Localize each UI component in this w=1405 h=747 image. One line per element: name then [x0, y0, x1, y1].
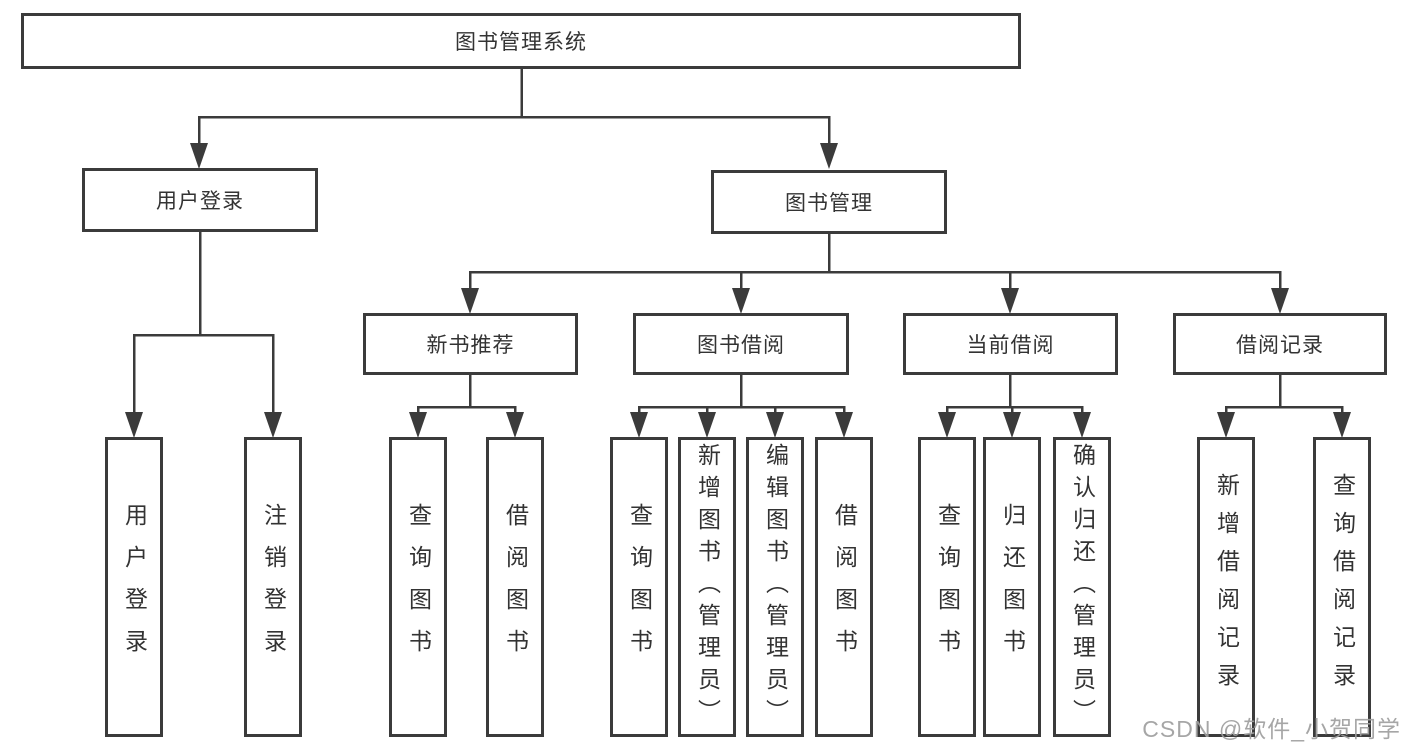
- node-leaf-return-book-label: 归还图书: [999, 503, 1026, 671]
- node-new-book-recommend: 新书推荐: [363, 313, 578, 375]
- node-new-book-recommend-label: 新书推荐: [426, 334, 515, 357]
- node-leaf-add-book-admin-label: 新增图书（管理员）: [694, 443, 721, 731]
- node-book-management: 图书管理: [711, 170, 947, 234]
- node-root-label: 图书管理系统: [455, 31, 587, 54]
- node-root: 图书管理系统: [21, 13, 1021, 69]
- node-borrow-records-label: 借阅记录: [1236, 334, 1324, 357]
- node-current-borrow-label: 当前借阅: [966, 334, 1055, 357]
- node-leaf-borrow-book: 借阅图书: [815, 437, 873, 737]
- node-leaf-add-borrow-record-label: 新增借阅记录: [1213, 473, 1240, 701]
- node-leaf-confirm-return-admin: 确认归还（管理员）: [1053, 437, 1111, 737]
- node-leaf-confirm-return-admin-label: 确认归还（管理员）: [1069, 443, 1096, 731]
- node-leaf-recommend-query-book: 查询图书: [389, 437, 447, 737]
- node-leaf-borrow-query-book: 查询图书: [610, 437, 668, 737]
- node-book-borrow-label: 图书借阅: [697, 334, 785, 357]
- node-leaf-logout-label: 注销登录: [260, 503, 287, 671]
- node-borrow-records: 借阅记录: [1173, 313, 1387, 375]
- node-leaf-current-query-book: 查询图书: [918, 437, 976, 737]
- node-leaf-borrow-book-label: 借阅图书: [831, 503, 858, 671]
- node-leaf-recommend-borrow-book-label: 借阅图书: [502, 503, 529, 671]
- node-leaf-current-query-book-label: 查询图书: [934, 503, 961, 671]
- node-leaf-user-login-label: 用户登录: [121, 503, 148, 671]
- node-book-management-label: 图书管理: [785, 192, 873, 215]
- node-leaf-query-borrow-record: 查询借阅记录: [1313, 437, 1371, 737]
- csdn-watermark: CSDN @软件_小贺同学: [1142, 716, 1401, 742]
- node-book-borrow: 图书借阅: [633, 313, 849, 375]
- node-leaf-edit-book-admin-label: 编辑图书（管理员）: [762, 443, 789, 731]
- node-leaf-add-book-admin: 新增图书（管理员）: [678, 437, 736, 737]
- node-leaf-logout: 注销登录: [244, 437, 302, 737]
- node-leaf-borrow-query-book-label: 查询图书: [626, 503, 653, 671]
- node-user-login-label: 用户登录: [156, 190, 244, 213]
- node-leaf-recommend-query-book-label: 查询图书: [405, 503, 432, 671]
- node-leaf-add-borrow-record: 新增借阅记录: [1197, 437, 1255, 737]
- node-user-login: 用户登录: [82, 168, 318, 232]
- node-current-borrow: 当前借阅: [903, 313, 1118, 375]
- node-leaf-recommend-borrow-book: 借阅图书: [486, 437, 544, 737]
- node-leaf-query-borrow-record-label: 查询借阅记录: [1329, 473, 1356, 701]
- node-leaf-edit-book-admin: 编辑图书（管理员）: [746, 437, 804, 737]
- node-leaf-user-login: 用户登录: [105, 437, 163, 737]
- node-leaf-return-book: 归还图书: [983, 437, 1041, 737]
